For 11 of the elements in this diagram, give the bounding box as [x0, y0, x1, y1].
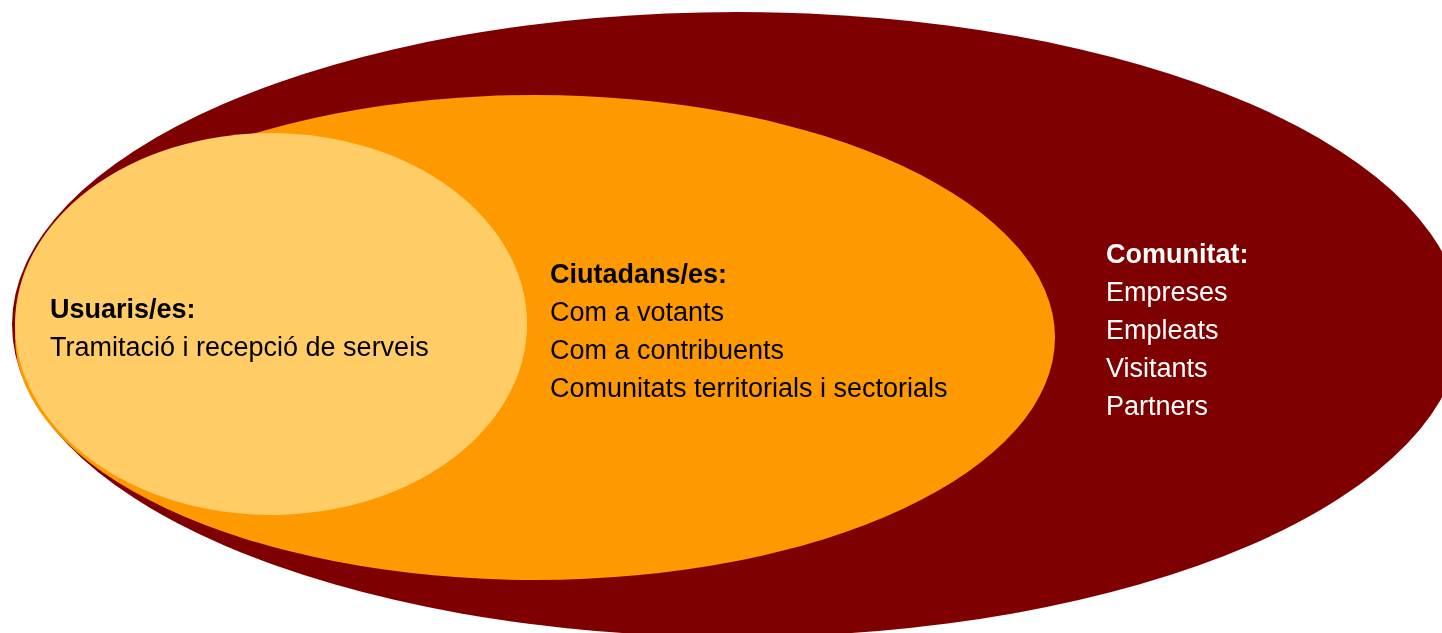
list-item: Partners	[1106, 390, 1210, 423]
list-item: Empreses	[1106, 276, 1229, 309]
list-item: Empleats	[1106, 314, 1220, 347]
list-item: Comunitats territorials i sectorials	[550, 372, 948, 405]
list-item: Visitants	[1106, 352, 1209, 385]
list-item: Com a votants	[550, 296, 726, 329]
list-item: Com a contribuents	[550, 334, 786, 367]
list-item: Tramitació i recepció de serveis	[50, 331, 429, 364]
group-heading: Usuaris/es:	[50, 293, 197, 326]
group-heading: Ciutadans/es:	[550, 258, 729, 291]
group-heading: Comunitat:	[1106, 238, 1249, 271]
